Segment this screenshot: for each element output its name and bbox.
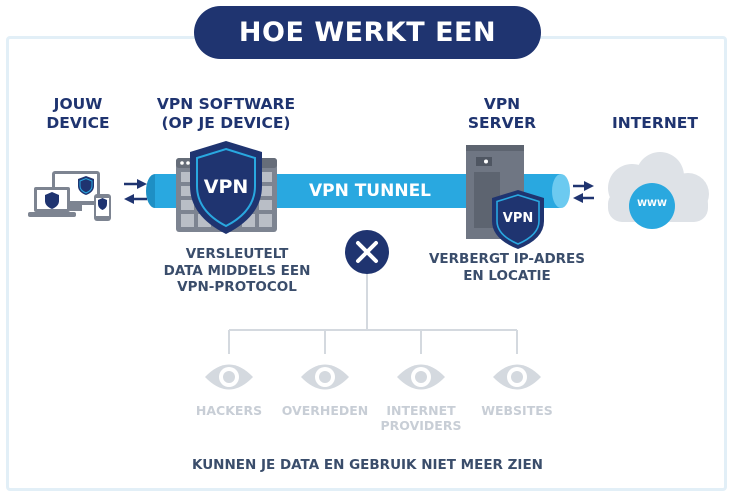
vpn-server-icon [466,145,544,249]
arrow-to-internet-icon [573,181,594,203]
cloud-www-text: WWW [637,199,667,209]
eye-icon-websites [493,364,541,390]
internet-cloud-icon [608,152,709,229]
server-description: VERBERGT IP-ADRES EN LOCATIE [428,251,585,284]
block-x-icon [345,230,389,274]
server-shield-text: VPN [502,211,534,226]
tunnel-label: VPN TUNNEL [308,181,432,201]
vpn-software-icon [176,141,277,234]
devices-icon [28,171,111,221]
eye-icon-internet-providers [397,364,445,390]
observer-label-websites: WEBSITES [481,403,553,418]
software-shield-text: VPN [203,176,249,198]
page-title: HOE WERKT EEN VPN? [194,6,541,101]
software-description: VERSLEUTELT DATA MIDDELS EEN VPN-PROTOCO… [163,246,311,295]
arrow-to-device-icon [124,179,147,204]
internet-header: INTERNET [612,114,698,132]
software-header: VPN SOFTWARE (OP JE DEVICE) [156,95,296,132]
device-header: JOUW DEVICE [46,95,110,132]
server-header: VPN SERVER [467,95,537,132]
connector-lines [228,270,518,354]
footer-caption: KUNNEN JE DATA EN GEBRUIK NIET MEER ZIEN [192,457,543,473]
eye-icon-hackers [205,364,253,390]
eye-icon-overheden [301,364,349,390]
observer-label-hackers: HACKERS [195,403,263,418]
observer-label-overheden: OVERHEDEN [281,403,369,418]
observer-label-internet-providers: INTERNET PROVIDERS [380,403,462,433]
